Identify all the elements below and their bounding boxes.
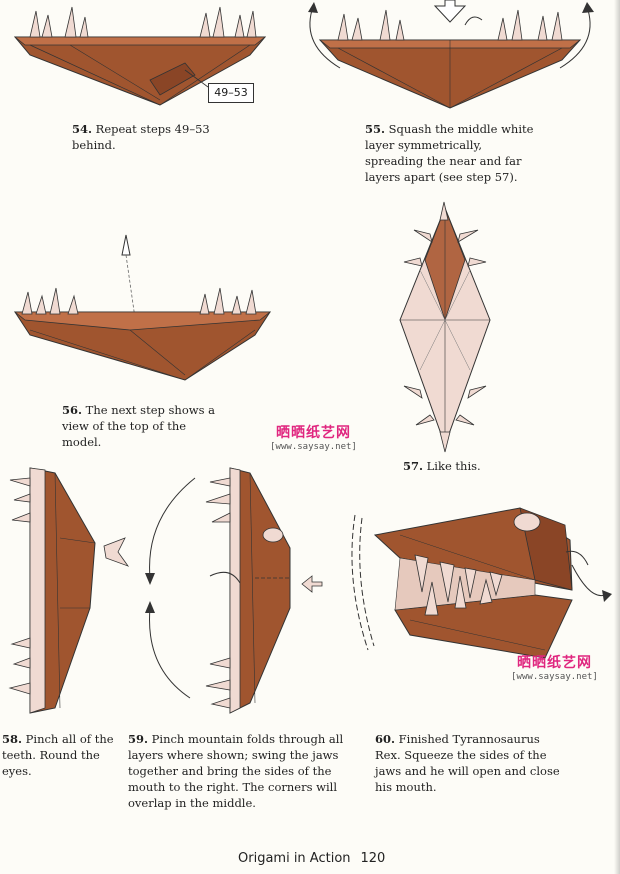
caption-step-60: 60. Finished Tyrannosaurus Rex. Squeeze … — [375, 731, 560, 795]
figure-57-diagram — [399, 201, 491, 453]
step-60-number: 60. — [375, 732, 396, 746]
figure-54-diagram — [13, 6, 267, 106]
step-56-number: 56. — [62, 403, 83, 417]
caption-step-59: 59. Pinch mountain folds through all lay… — [128, 731, 353, 811]
step-59-text: Pinch mountain folds through all layers … — [128, 732, 344, 810]
book-title: Origami in Action — [238, 851, 351, 866]
figure-60-diagram — [351, 507, 612, 659]
step-55-number: 55. — [365, 122, 386, 136]
watermark-2-url: [www.saysay.net] — [511, 672, 598, 682]
caption-step-56: 56. The next step shows a view of the to… — [62, 402, 222, 450]
caption-step-58: 58. Pinch all of the teeth. Round the ey… — [2, 731, 124, 779]
figure-58-diagram — [8, 467, 130, 714]
watermark-1: 晒晒纸艺网 [www.saysay.net] — [256, 422, 371, 452]
step-57-number: 57. — [403, 459, 424, 473]
step-58-number: 58. — [2, 732, 23, 746]
caption-step-57: 57. Like this. — [403, 458, 523, 474]
step-60-text: Finished Tyrannosaurus Rex. Squeeze the … — [375, 732, 560, 794]
step-56-text: The next step shows a view of the top of… — [62, 403, 216, 449]
step-55-text: Squash the middle white layer symmetrica… — [365, 122, 534, 184]
caption-step-54: 54. Repeat steps 49–53 behind. — [72, 121, 222, 153]
step-57-text: Like this. — [426, 459, 481, 473]
step-54-number: 54. — [72, 122, 93, 136]
watermark-2-title: 晒晒纸艺网 — [517, 655, 592, 671]
figure-55-diagram — [308, 0, 594, 109]
step-reference-box: 49–53 — [208, 83, 254, 103]
caption-step-55: 55. Squash the middle white layer symmet… — [365, 121, 535, 185]
step-58-text: Pinch all of the teeth. Round the eyes. — [2, 732, 114, 778]
page-footer: Origami in Action 120 — [238, 851, 395, 866]
watermark-2: 晒晒纸艺网 [www.saysay.net] — [497, 652, 612, 682]
step-59-number: 59. — [128, 732, 149, 746]
page-number: 120 — [360, 851, 386, 866]
step-54-text: Repeat steps 49–53 behind. — [72, 122, 210, 152]
page-edge-shadow — [614, 0, 620, 874]
watermark-1-url: [www.saysay.net] — [270, 442, 357, 452]
watermark-1-title: 晒晒纸艺网 — [276, 425, 351, 441]
figure-56-diagram — [13, 234, 272, 381]
figure-59-diagram — [145, 467, 323, 714]
